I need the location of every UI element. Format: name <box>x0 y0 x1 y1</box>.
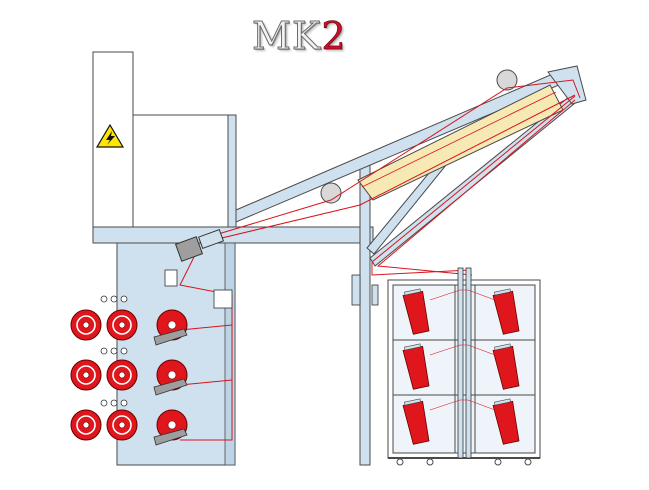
tension-rollers <box>100 295 128 407</box>
title-prefix: MK <box>251 14 322 59</box>
thread-guide-head <box>164 228 233 309</box>
machine-title: MK2 <box>251 14 372 59</box>
thread-path <box>179 79 581 441</box>
boom-arm <box>235 65 587 267</box>
high-voltage-warning-icon <box>95 123 125 148</box>
winding-spools <box>153 309 188 446</box>
title-number: 2 <box>321 14 347 59</box>
creel-threads <box>429 289 496 411</box>
guide-pulley <box>320 69 518 204</box>
supply-reels <box>70 309 138 441</box>
creel-guide-posts <box>351 267 472 459</box>
fabric-roll <box>357 84 564 201</box>
